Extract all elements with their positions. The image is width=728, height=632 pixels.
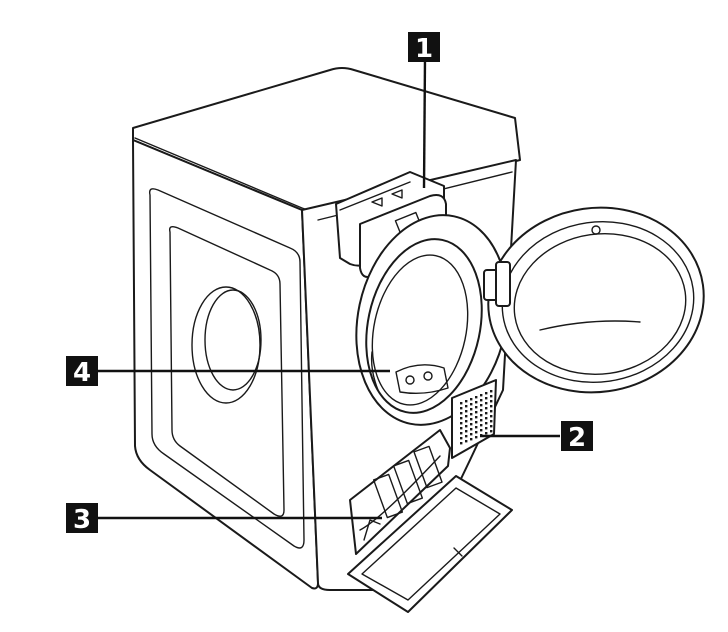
vent-slot [465,420,468,423]
vent-slot [460,432,463,435]
vent-slot [470,438,473,441]
vent-slot [490,415,493,418]
callout-label-2: 2 [568,423,586,453]
callout-label-1: 1 [415,34,433,64]
vent-slot [485,417,488,420]
vent-slot [475,416,478,419]
vent-slot [465,430,468,433]
vent-slot [475,436,478,439]
air-vents [451,379,497,459]
leader-lines [98,57,560,520]
vent-slot [490,410,493,413]
vent-slot [490,395,493,398]
vent-slot [465,405,468,408]
vent-slot [470,398,473,401]
side-panel-detail [148,188,305,549]
vent-slot [475,431,478,434]
callout-badge-3: 3 [66,503,98,535]
callout-badge-4: 4 [66,356,98,388]
callout-badge-2: 2 [561,421,593,453]
heat-exchanger-compartment [347,429,513,613]
vent-slot [485,402,488,405]
vent-slot [475,396,478,399]
vent-slot [485,412,488,415]
vent-slot [480,394,483,397]
vent-slot [490,430,493,433]
vent-slot [470,428,473,431]
vent-slot [470,423,473,426]
vent-slot [460,437,463,440]
door [483,206,705,394]
vent-slot [480,414,483,417]
vent-slot [460,417,463,420]
vent-slot [480,419,483,422]
vent-slot [465,410,468,413]
vent-slot [470,433,473,436]
vent-slot [470,408,473,411]
vent-slot [460,407,463,410]
vent-slot [480,429,483,432]
vent-slot [490,405,493,408]
callout-label-4: 4 [73,358,91,388]
vent-slot [490,420,493,423]
vent-slot [490,425,493,428]
vent-slot [480,409,483,412]
vent-slot [470,403,473,406]
callout-label-3: 3 [73,505,91,535]
vent-slot [460,412,463,415]
vent-slot [485,407,488,410]
vent-slot [475,406,478,409]
vent-slot [470,413,473,416]
vent-slot [465,435,468,438]
drum-opening [355,214,509,426]
vent-slot [485,427,488,430]
vent-slot [475,421,478,424]
vent-slot [475,426,478,429]
vent-slot [475,411,478,414]
vent-slot [460,427,463,430]
vent-slot [490,390,493,393]
vent-slot [480,424,483,427]
vent-slot [460,402,463,405]
vent-slot [485,392,488,395]
vent-slot [485,397,488,400]
vent-slot [465,440,468,443]
vent-slot [475,401,478,404]
vent-slot [465,425,468,428]
vent-slot [470,418,473,421]
vent-slot [460,442,463,445]
callout-badge-1: 1 [408,32,440,64]
vent-slot [480,404,483,407]
vent-slot [490,400,493,403]
vent-slot [465,400,468,403]
vent-slot [485,422,488,425]
vent-slot [465,415,468,418]
vent-slot [460,422,463,425]
vent-slot [480,399,483,402]
vent-slot [485,432,488,435]
